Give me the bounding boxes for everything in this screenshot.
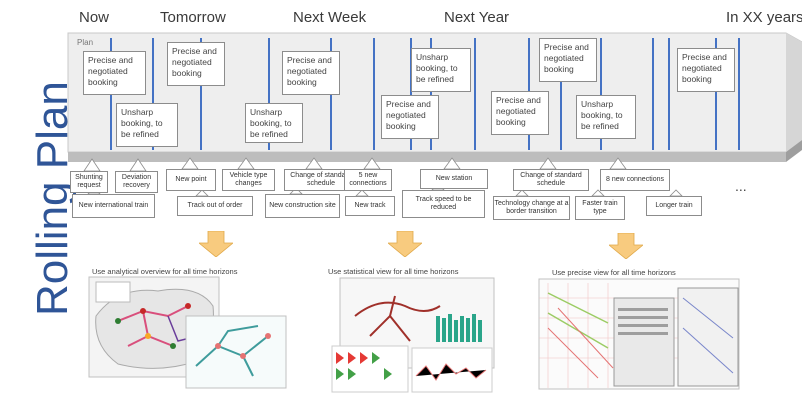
timeline-marker	[600, 38, 602, 150]
timeline-marker	[152, 38, 154, 150]
event-new-international-train: New international train	[72, 194, 155, 218]
event-vehicle-type-changes: Vehicle type changes	[222, 169, 275, 191]
event-8-new-connections: 8 new connections	[600, 169, 670, 191]
event-track-speed-reduced: Track speed to be reduced	[402, 190, 485, 218]
plan-box-unsharp: Unsharp booking, to be refined	[576, 95, 636, 139]
timeline-label-next-year: Next Year	[444, 9, 510, 26]
event-new-point: New point	[166, 169, 216, 191]
event-deviation-recovery: Deviation recovery	[115, 171, 158, 193]
statistical-view-caption: Use statistical view for all time horizo…	[328, 267, 459, 276]
timeline-marker	[738, 38, 740, 150]
plan-label: Plan	[77, 38, 94, 47]
plan-box-precise: Precise and negotiated booking	[491, 91, 549, 135]
event-track-out-of-order: Track out of order	[177, 196, 253, 216]
plan-box-unsharp: Unsharp booking, to be refined	[245, 103, 303, 143]
plan-box-unsharp: Unsharp booking, to be refined	[411, 48, 471, 92]
timeline-marker	[373, 38, 375, 150]
timeline-marker	[652, 38, 654, 150]
timeline-label-now: Now	[79, 9, 110, 26]
timeline-marker	[410, 38, 412, 150]
more-events-ellipsis: ...	[735, 178, 747, 194]
timeline-label-tomorrow: Tomorrow	[160, 9, 226, 26]
event-5-new-connections: 5 new connections	[344, 169, 392, 191]
event-change-standard-schedule: Change of standard schedule	[284, 169, 358, 191]
event-new-construction-site: New construction site	[265, 194, 340, 218]
timeline-marker	[560, 38, 562, 150]
timeline-label-next-week: Next Week	[293, 9, 367, 26]
down-arrow-icon	[609, 233, 643, 259]
timeline-marker	[200, 38, 202, 150]
plan-box-precise: Precise and negotiated booking	[167, 42, 225, 86]
timeline-marker	[268, 38, 270, 150]
event-longer-train: Longer train	[646, 196, 702, 216]
event-new-station: New station	[420, 169, 488, 189]
analytical-view-caption: Use analytical overview for all time hor…	[92, 267, 238, 276]
analytical-overview-thumbnail	[88, 276, 287, 389]
event-faster-train-type: Faster train type	[575, 196, 625, 220]
plan-box-precise: Precise and negotiated booking	[83, 51, 146, 95]
plan-box-unsharp: Unsharp booking, to be refined	[116, 103, 178, 147]
timeline-label-in-xx-years: In XX years	[726, 9, 802, 26]
timeline-marker	[474, 38, 476, 150]
timeline-marker	[715, 38, 717, 150]
timeline-marker	[430, 38, 432, 150]
statistical-view-thumbnail	[331, 277, 495, 393]
event-technology-change-border: Technology change at a border transition	[493, 196, 570, 220]
timeline-marker	[668, 38, 670, 150]
plan-box-precise: Precise and negotiated booking	[381, 95, 439, 139]
down-arrow-icon	[199, 231, 233, 257]
event-change-standard-schedule-2: Change of standard schedule	[513, 169, 589, 191]
precise-view-caption: Use precise view for all time horizons	[552, 268, 676, 277]
plan-box-precise: Precise and negotiated booking	[282, 51, 340, 95]
plan-box-precise: Precise and negotiated booking	[677, 48, 735, 92]
precise-view-thumbnail	[538, 278, 740, 390]
event-new-track: New track	[345, 196, 395, 216]
down-arrow-icon	[388, 231, 422, 257]
event-shunting-request: Shunting request	[70, 171, 108, 193]
plan-box-precise: Precise and negotiated booking	[539, 38, 597, 82]
